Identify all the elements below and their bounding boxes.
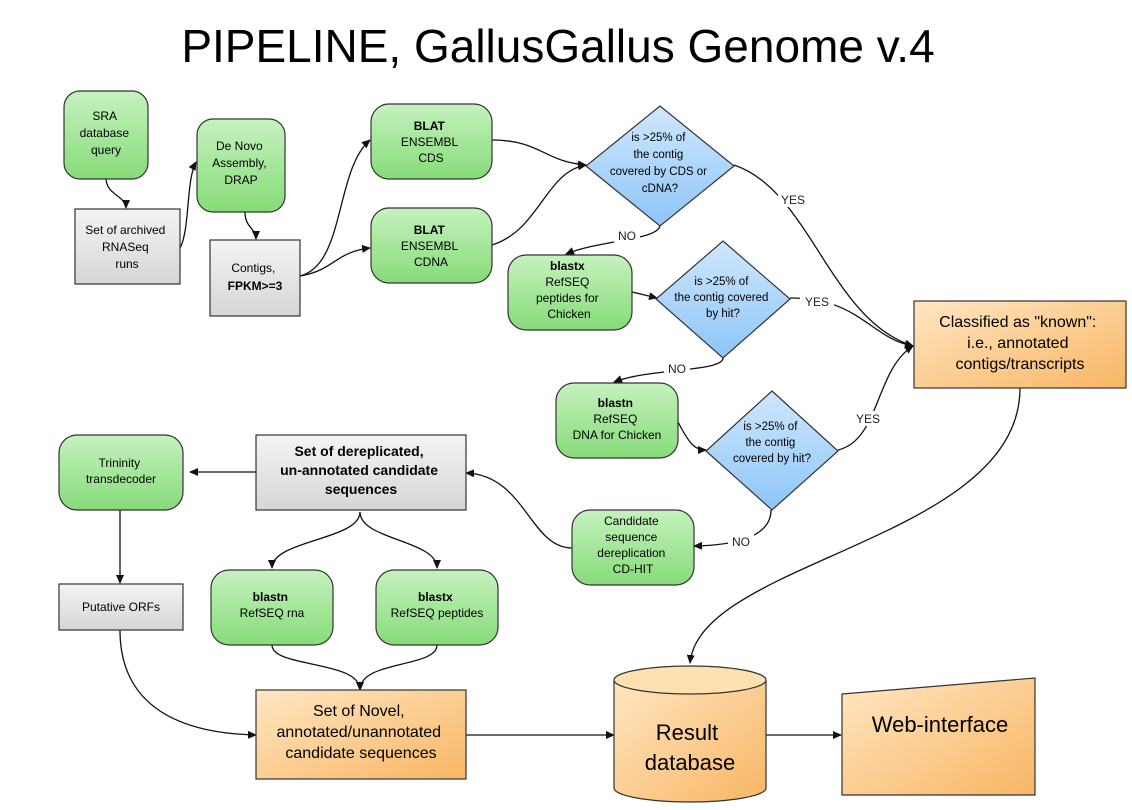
edge-blastn-d3 [677, 421, 707, 454]
svg-text:Web-interface: Web-interface [872, 712, 1009, 737]
node-blastx-refseq-peptides: blastx RefSEQ peptides for Chicken [507, 254, 633, 331]
edge-archived-denovo [179, 161, 197, 249]
node-decision-cds-cdna: is >25% of the contig covered by CDS or … [585, 105, 735, 227]
node-orfs: Putative ORFs [58, 583, 184, 631]
label-d2-no: NO [668, 362, 686, 376]
edge-set-blastxpep [359, 511, 441, 569]
edge-blatcds-d1 [491, 139, 587, 169]
svg-text:Set of Novel, annotated/: Set of Novel, annotated/unannotated cand… [276, 703, 445, 762]
page-title: PIPELINE, GallusGallus Genome v.4 [181, 20, 934, 72]
node-result-database: Result database [613, 665, 767, 803]
edge-blatcdna-d1 [491, 162, 587, 246]
svg-text:Contigs, FPKM>=3: Contigs, FPKM>=3 [228, 261, 283, 293]
label-d2-yes: YES [805, 295, 829, 309]
svg-text:De Novo Assembly,: De Novo Assembly, DRAP [212, 139, 270, 187]
node-web-interface: Web-interface [841, 677, 1036, 796]
svg-text:blastn RefSEQ rna: blastn RefSEQ rna [240, 590, 305, 620]
svg-text:Result database: Result database [645, 720, 736, 775]
edge-blastx-d2 [631, 291, 658, 301]
node-trinity: Trininity transdecoder [58, 434, 184, 511]
svg-text:is >25% of the contig: is >25% of the contig covered by hit? [733, 421, 811, 465]
node-known: Classified as "known": i.e., annotated c… [913, 300, 1127, 389]
edge-d3-known [837, 345, 914, 451]
node-contigs: Contigs, FPKM>=3 [209, 239, 301, 317]
edge-d1-blastx [565, 224, 661, 255]
node-decision-hit-1: is >25% of the contig covered by hit? [655, 240, 791, 359]
node-blat-cds: BLAT ENSEMBL CDS [370, 103, 493, 180]
node-blastn-refseq-dna: blastn RefSEQ DNA for Chicken [555, 382, 679, 459]
edge-sra-archived [105, 177, 130, 209]
label-d1-yes: YES [781, 193, 805, 207]
svg-text:Classified as "known": i: Classified as "known": i.e., annotated c… [939, 314, 1101, 373]
label-d3-yes: YES [856, 412, 880, 426]
label-d3-no: NO [732, 535, 750, 549]
edge-derep-set [465, 469, 573, 549]
svg-text:Set of dereplicated, un-: Set of dereplicated, un-annotated candid… [280, 443, 442, 497]
node-sra-query: SRA database query [63, 90, 149, 180]
edge-known-db [686, 387, 1021, 664]
node-dereplication: Candidate sequence dereplication CD-HIT [571, 509, 695, 586]
edge-d1-known [733, 164, 914, 348]
node-dereplicated-set: Set of dereplicated, un-annotated candid… [255, 434, 467, 511]
svg-text:SRA database query: SRA database query [80, 109, 133, 157]
edge-labels: YES NO YES NO YES NO [614, 192, 884, 549]
node-denovo-assembly: De Novo Assembly, DRAP [196, 118, 286, 213]
svg-text:blastx RefSEQ peptides: blastx RefSEQ peptides [391, 590, 484, 620]
node-archived-runs: Set of archived RNASeq runs [74, 208, 181, 285]
edge-contigs-blatcdna [299, 244, 371, 277]
svg-text:Set of archived RNASeq: Set of archived RNASeq runs [85, 223, 168, 271]
node-blastn-refseq-rna: blastn RefSEQ rna [210, 569, 334, 646]
svg-text:Trininity transdecoder: Trininity transdecoder [86, 456, 156, 486]
svg-text:Putative ORFs: Putative ORFs [82, 600, 160, 614]
edge-denovo-contigs [244, 211, 260, 240]
node-novel-set: Set of Novel, annotated/unannotated cand… [255, 689, 467, 780]
svg-text:blastn RefSEQ DNA: blastn RefSEQ DNA for Chicken [573, 396, 662, 442]
edge-set-blastnrna [268, 511, 361, 569]
edge-orfs-novel [119, 629, 257, 739]
edge-contigs-blatcds [299, 139, 371, 277]
svg-text:is >25% of the contig: is >25% of the contig covered by CDS or … [610, 132, 710, 195]
label-d1-no: NO [618, 229, 636, 243]
svg-text:BLAT ENSEMBL CDNA: BLAT ENSEMBL CDNA [401, 223, 461, 269]
edge-blastnrna-novel [271, 644, 364, 691]
node-decision-hit-2: is >25% of the contig covered by hit? [705, 390, 839, 511]
svg-text:BLAT ENSEMBL CDS: BLAT ENSEMBL CDS [401, 119, 461, 165]
node-blastx-refseq-peptides-2: blastx RefSEQ peptides [375, 569, 499, 646]
edge-blastxpep-novel [356, 644, 438, 691]
svg-text:Candidate sequence: Candidate sequence dereplication CD-HIT [597, 514, 668, 576]
node-blat-cdna: BLAT ENSEMBL CDNA [370, 207, 493, 284]
svg-text:blastx RefSEQ pept: blastx RefSEQ peptides for Chicken [536, 259, 602, 321]
svg-text:is >25% of the contig c: is >25% of the contig covered by hit? [674, 276, 771, 320]
